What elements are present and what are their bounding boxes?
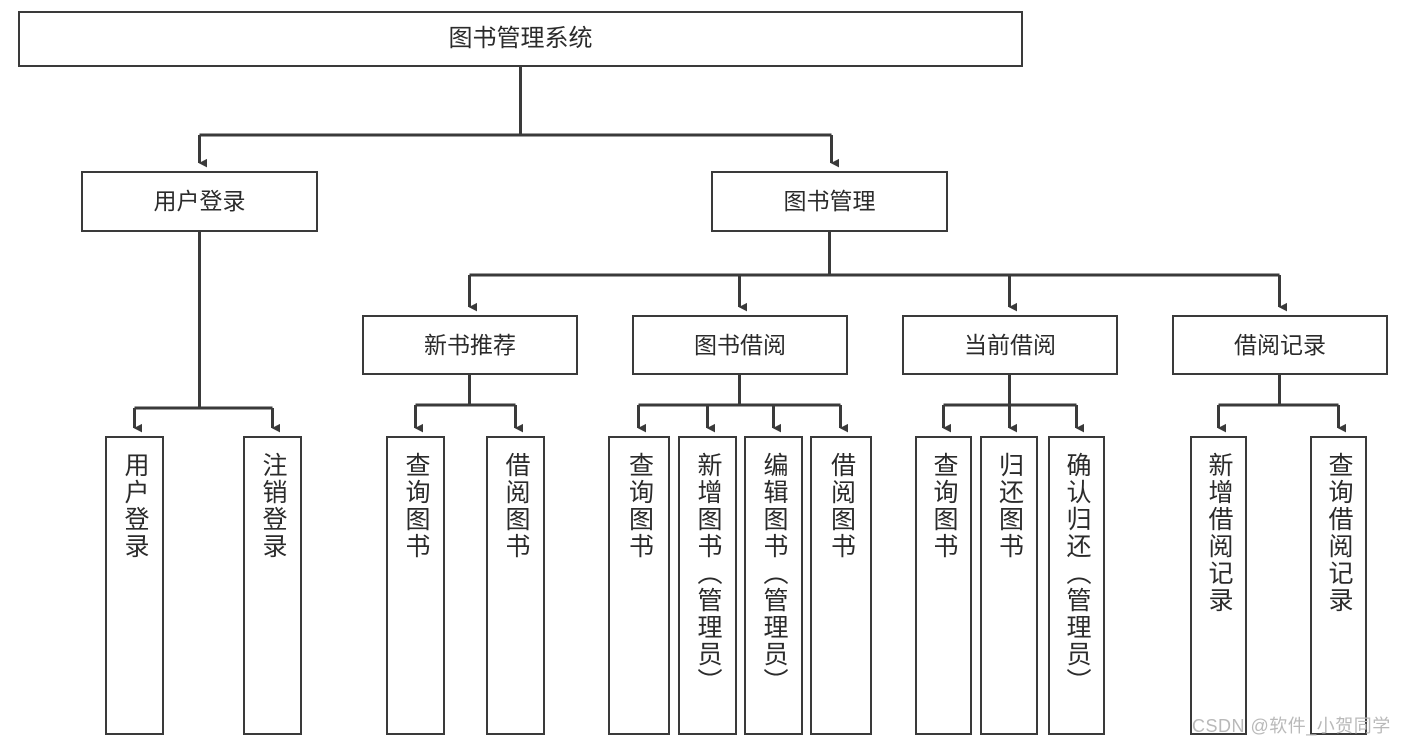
leaf-node[interactable]: 查询图书	[608, 436, 670, 735]
leaf-node-label: 用户登录	[121, 452, 149, 560]
node-level2-borrow-record-label: 借阅记录	[1234, 331, 1326, 358]
node-level1-user-login[interactable]: 用户登录	[81, 171, 318, 232]
node-level2-book-borrow[interactable]: 图书借阅	[632, 315, 848, 375]
leaf-node-label: 注销登录	[259, 452, 287, 560]
node-level2-current-borrow-label: 当前借阅	[964, 331, 1056, 358]
leaf-node[interactable]: 注销登录	[243, 436, 302, 735]
leaf-node[interactable]: 借阅图书	[810, 436, 872, 735]
csdn-watermark: CSDN @软件_小贺同学	[1192, 716, 1391, 736]
node-level2-book-borrow-label: 图书借阅	[694, 331, 786, 358]
leaf-node[interactable]: 用户登录	[105, 436, 164, 735]
node-level1-book-management[interactable]: 图书管理	[711, 171, 948, 232]
leaf-node-label: 新增图书（管理员）	[694, 452, 722, 695]
leaf-node[interactable]: 查询借阅记录	[1310, 436, 1367, 735]
leaf-node-label: 查询图书	[625, 452, 654, 560]
node-root[interactable]: 图书管理系统	[18, 11, 1023, 67]
leaf-node-label: 归还图书	[995, 452, 1024, 560]
leaf-node-label: 借阅图书	[827, 452, 856, 560]
leaf-node[interactable]: 查询图书	[915, 436, 972, 735]
leaf-node[interactable]: 编辑图书（管理员）	[744, 436, 803, 735]
leaf-node-label: 编辑图书（管理员）	[760, 452, 788, 695]
leaf-node-label: 确认归还（管理员）	[1063, 452, 1091, 695]
leaf-node[interactable]: 查询图书	[386, 436, 445, 735]
node-level2-new-book-recommend[interactable]: 新书推荐	[362, 315, 578, 375]
node-level2-borrow-record[interactable]: 借阅记录	[1172, 315, 1388, 375]
leaf-node-label: 新增借阅记录	[1205, 452, 1233, 614]
node-level1-book-management-label: 图书管理	[783, 188, 876, 215]
leaf-node[interactable]: 新增借阅记录	[1190, 436, 1247, 735]
leaf-node[interactable]: 借阅图书	[486, 436, 545, 735]
leaf-node-label: 查询图书	[402, 452, 430, 560]
leaf-node[interactable]: 新增图书（管理员）	[678, 436, 737, 735]
node-level2-current-borrow[interactable]: 当前借阅	[902, 315, 1118, 375]
leaf-node-label: 查询图书	[930, 452, 958, 560]
leaf-node[interactable]: 确认归还（管理员）	[1048, 436, 1105, 735]
leaf-node[interactable]: 归还图书	[980, 436, 1038, 735]
leaf-node-label: 查询借阅记录	[1325, 452, 1353, 614]
node-level2-new-book-recommend-label: 新书推荐	[424, 331, 516, 358]
node-root-label: 图书管理系统	[448, 25, 593, 53]
leaf-node-label: 借阅图书	[502, 452, 530, 560]
node-level1-user-login-label: 用户登录	[153, 188, 246, 215]
